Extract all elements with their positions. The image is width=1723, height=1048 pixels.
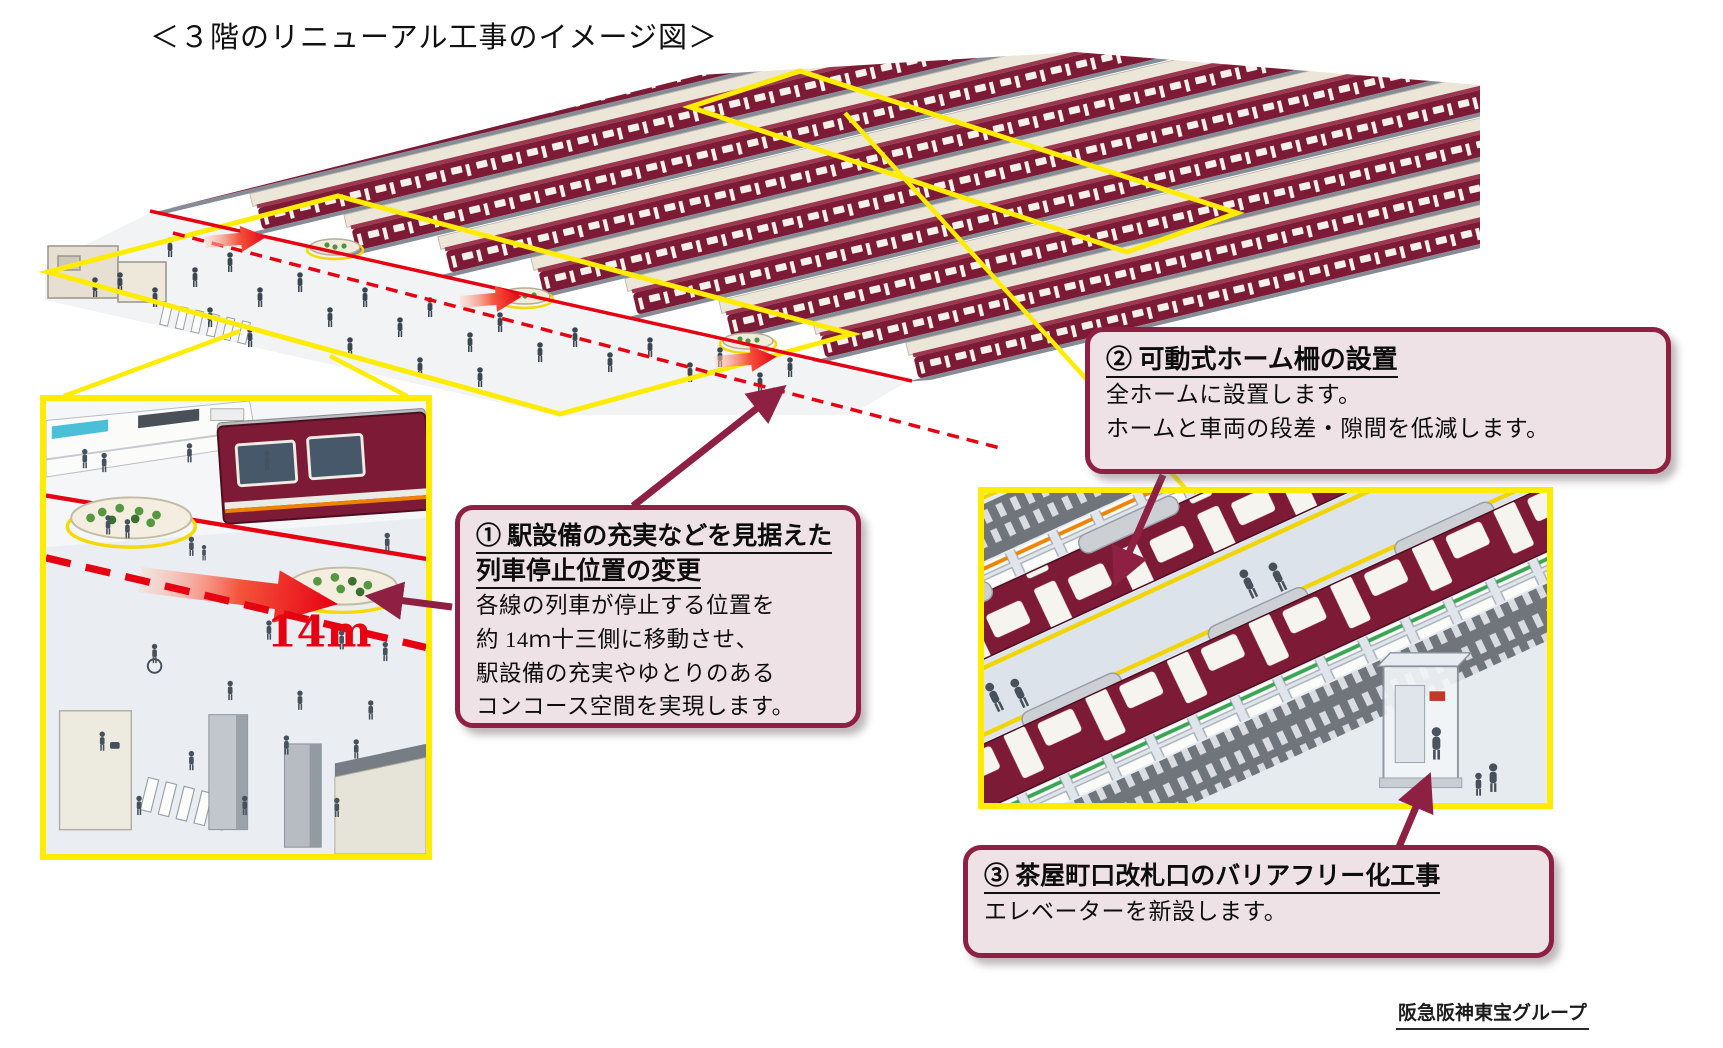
old-stop-line-dashed	[172, 231, 1001, 450]
elevator	[1375, 652, 1473, 789]
old-stop-line-zoom	[46, 554, 426, 652]
callout3-heading: ③ 茶屋町口改札口のバリアフリー化工事	[984, 860, 1533, 895]
callout1-heading: ① 駅設備の充実などを見据えた 列車停止位置の変更	[476, 520, 840, 589]
inset-people	[82, 443, 390, 817]
callout1-body: 各線の列車が停止する位置を 約 14ｍ十三側に移動させ、 駅設備の充実やゆとりの…	[476, 593, 795, 720]
distance-label: 14m	[267, 607, 371, 657]
group-logo: 阪急阪神東宝グループ	[1396, 998, 1589, 1030]
platform-zoom-illustration	[984, 493, 1547, 803]
platform-bands	[984, 493, 1547, 803]
concourse-structures	[58, 710, 426, 854]
callout-stop-position: ① 駅設備の充実などを見据えた 列車停止位置の変更 各線の列車が停止する位置を …	[455, 505, 861, 728]
callout2-body: 全ホームに設置します。 ホームと車両の段差・隙間を低減します。	[1106, 381, 1550, 442]
new-stop-line	[149, 209, 913, 383]
concourse-zoom-illustration: 14m	[46, 401, 426, 854]
planter-a	[65, 496, 197, 549]
page-title: ＜３階のリニューアル工事のイメージ図＞	[150, 22, 718, 54]
shift-arrow-zoom	[138, 567, 339, 623]
callout3-body: エレベーターを新設します。	[984, 898, 1288, 924]
inset-platform-zoom	[978, 487, 1553, 809]
callout-platform-gates: ② 可動式ホーム柵の設置 全ホームに設置します。 ホームと車両の段差・隙間を低減…	[1085, 327, 1671, 474]
callout-barrier-free: ③ 茶屋町口改札口のバリアフリー化工事 エレベーターを新設します。	[963, 845, 1554, 958]
callout2-heading: ② 可動式ホーム柵の設置	[1106, 342, 1650, 378]
shift-arrows	[204, 225, 777, 372]
inset-concourse-zoom: 14m	[40, 395, 432, 860]
train-front	[216, 408, 426, 525]
